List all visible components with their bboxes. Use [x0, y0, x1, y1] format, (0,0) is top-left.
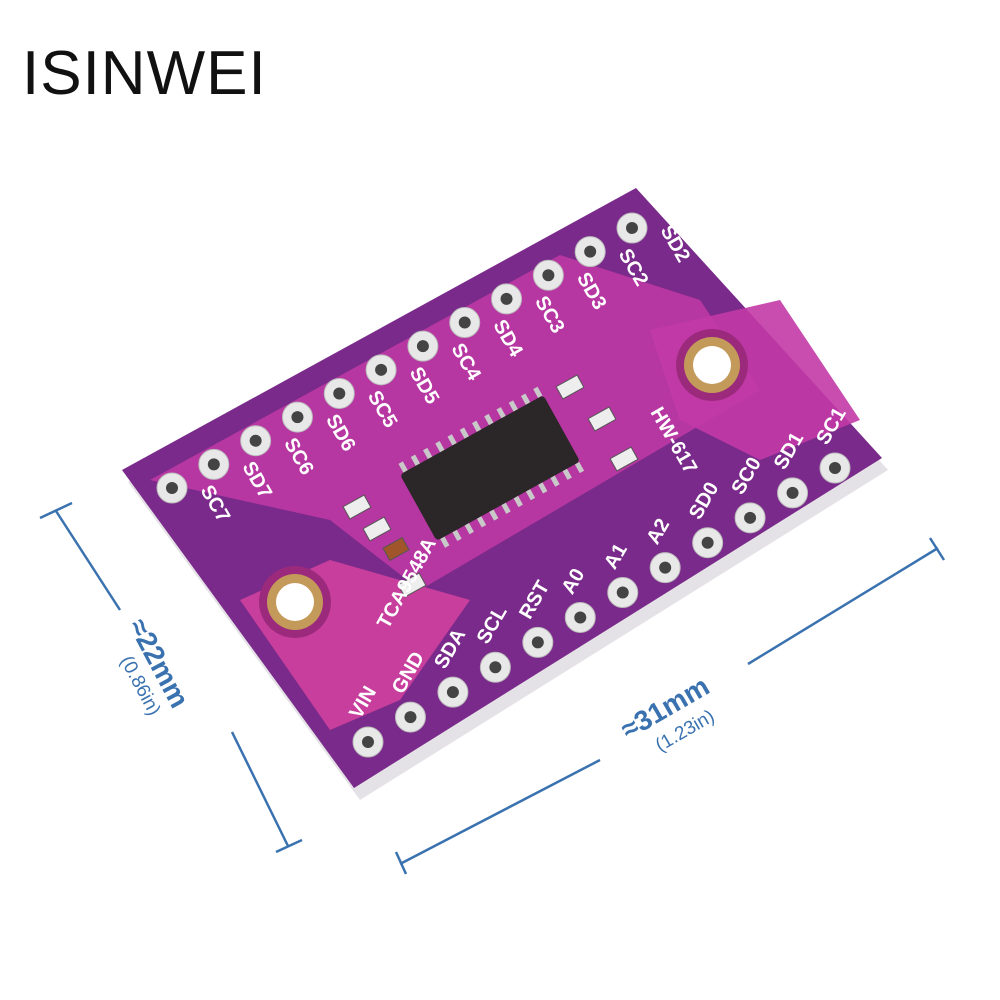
pin-hole: [375, 363, 388, 376]
pin-hole: [542, 269, 555, 282]
pin-hole: [207, 458, 220, 471]
pin-hole: [829, 462, 841, 474]
pin-hole: [489, 661, 502, 674]
pin-hole: [786, 486, 799, 499]
pin-hole: [333, 387, 346, 400]
pin-hole: [744, 511, 757, 524]
tca9548a-chip: [398, 386, 585, 548]
copper-pour-top: [150, 255, 760, 590]
pin-hole: [404, 711, 417, 724]
pin-hole: [291, 411, 304, 424]
pin-hole: [701, 536, 714, 549]
pin-hole: [446, 686, 459, 699]
pin-hole: [362, 736, 374, 748]
pin-hole: [500, 292, 513, 305]
pin-hole: [574, 611, 587, 624]
pin-hole: [458, 316, 471, 329]
pin-hole: [616, 586, 629, 599]
pin-hole: [584, 245, 597, 258]
mount-hole: [693, 346, 731, 384]
mount-hole: [276, 583, 314, 621]
pin-hole: [531, 636, 544, 649]
pin-hole: [626, 222, 638, 234]
pin-hole: [249, 434, 262, 447]
brand-logo: ISINWEI: [22, 39, 267, 108]
width-dimension-line: [394, 537, 946, 875]
smd-components: [342, 374, 639, 598]
pin-hole: [659, 561, 672, 574]
pin-hole: [416, 340, 429, 353]
height-dimension-line: [39, 501, 303, 854]
pin-hole: [166, 482, 178, 494]
